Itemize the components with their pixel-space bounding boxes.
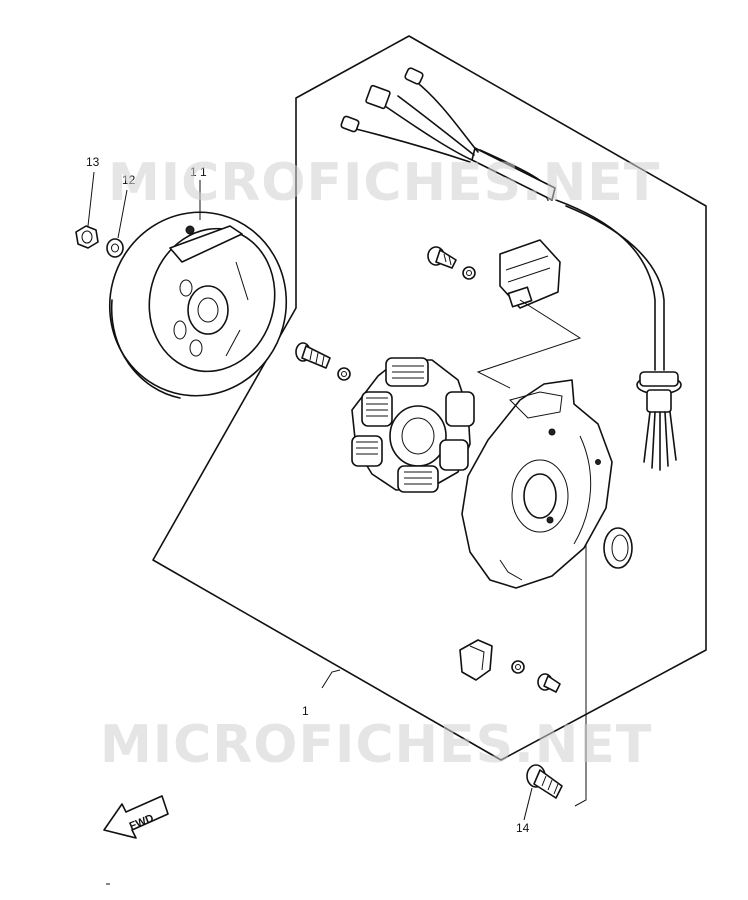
stator-coil	[351, 357, 475, 493]
callout-14: 14	[516, 821, 530, 835]
callout-12: 12	[122, 173, 136, 187]
clamp-lower	[459, 639, 561, 693]
pickup-coil	[476, 239, 582, 389]
washer-12	[106, 238, 124, 258]
leader-line-1	[321, 669, 341, 689]
callout-11: 1 1	[190, 165, 207, 179]
wire-harness	[340, 67, 682, 471]
nut-13	[75, 225, 99, 249]
bolt-14	[526, 764, 563, 799]
callout-1: 1	[302, 704, 309, 718]
screw-stator	[295, 342, 351, 381]
watermark-lower: MICROFICHES.NET	[100, 715, 652, 775]
callout-13: 13	[86, 155, 100, 169]
watermark-upper: MICROFICHES.NET	[108, 153, 660, 213]
screw-upper	[427, 246, 476, 280]
leader-line-14	[523, 787, 533, 821]
leader-line-12	[117, 189, 128, 239]
oil-seal	[603, 527, 633, 569]
stator-base-plate	[461, 379, 613, 589]
fwd-arrow-icon: FWD	[103, 795, 169, 839]
leader-line-13	[87, 171, 95, 227]
stator-bracket-line	[574, 540, 587, 807]
flywheel-rotor	[108, 211, 288, 399]
